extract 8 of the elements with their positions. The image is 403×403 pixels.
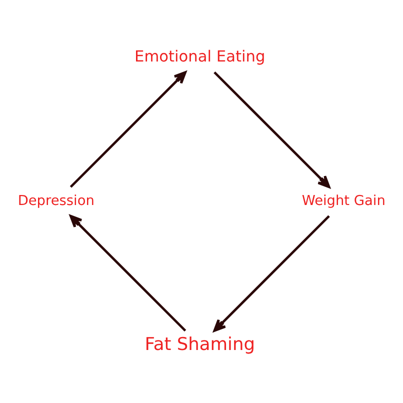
arrow [70,214,186,332]
node-text: Fat Shaming [144,334,255,355]
arrow [213,215,330,332]
node-text: Emotional Eating [134,48,266,66]
arrow [214,71,330,188]
node-text: Weight Gain [302,192,386,209]
arrow [70,71,186,188]
node-text: Depression [18,192,94,209]
